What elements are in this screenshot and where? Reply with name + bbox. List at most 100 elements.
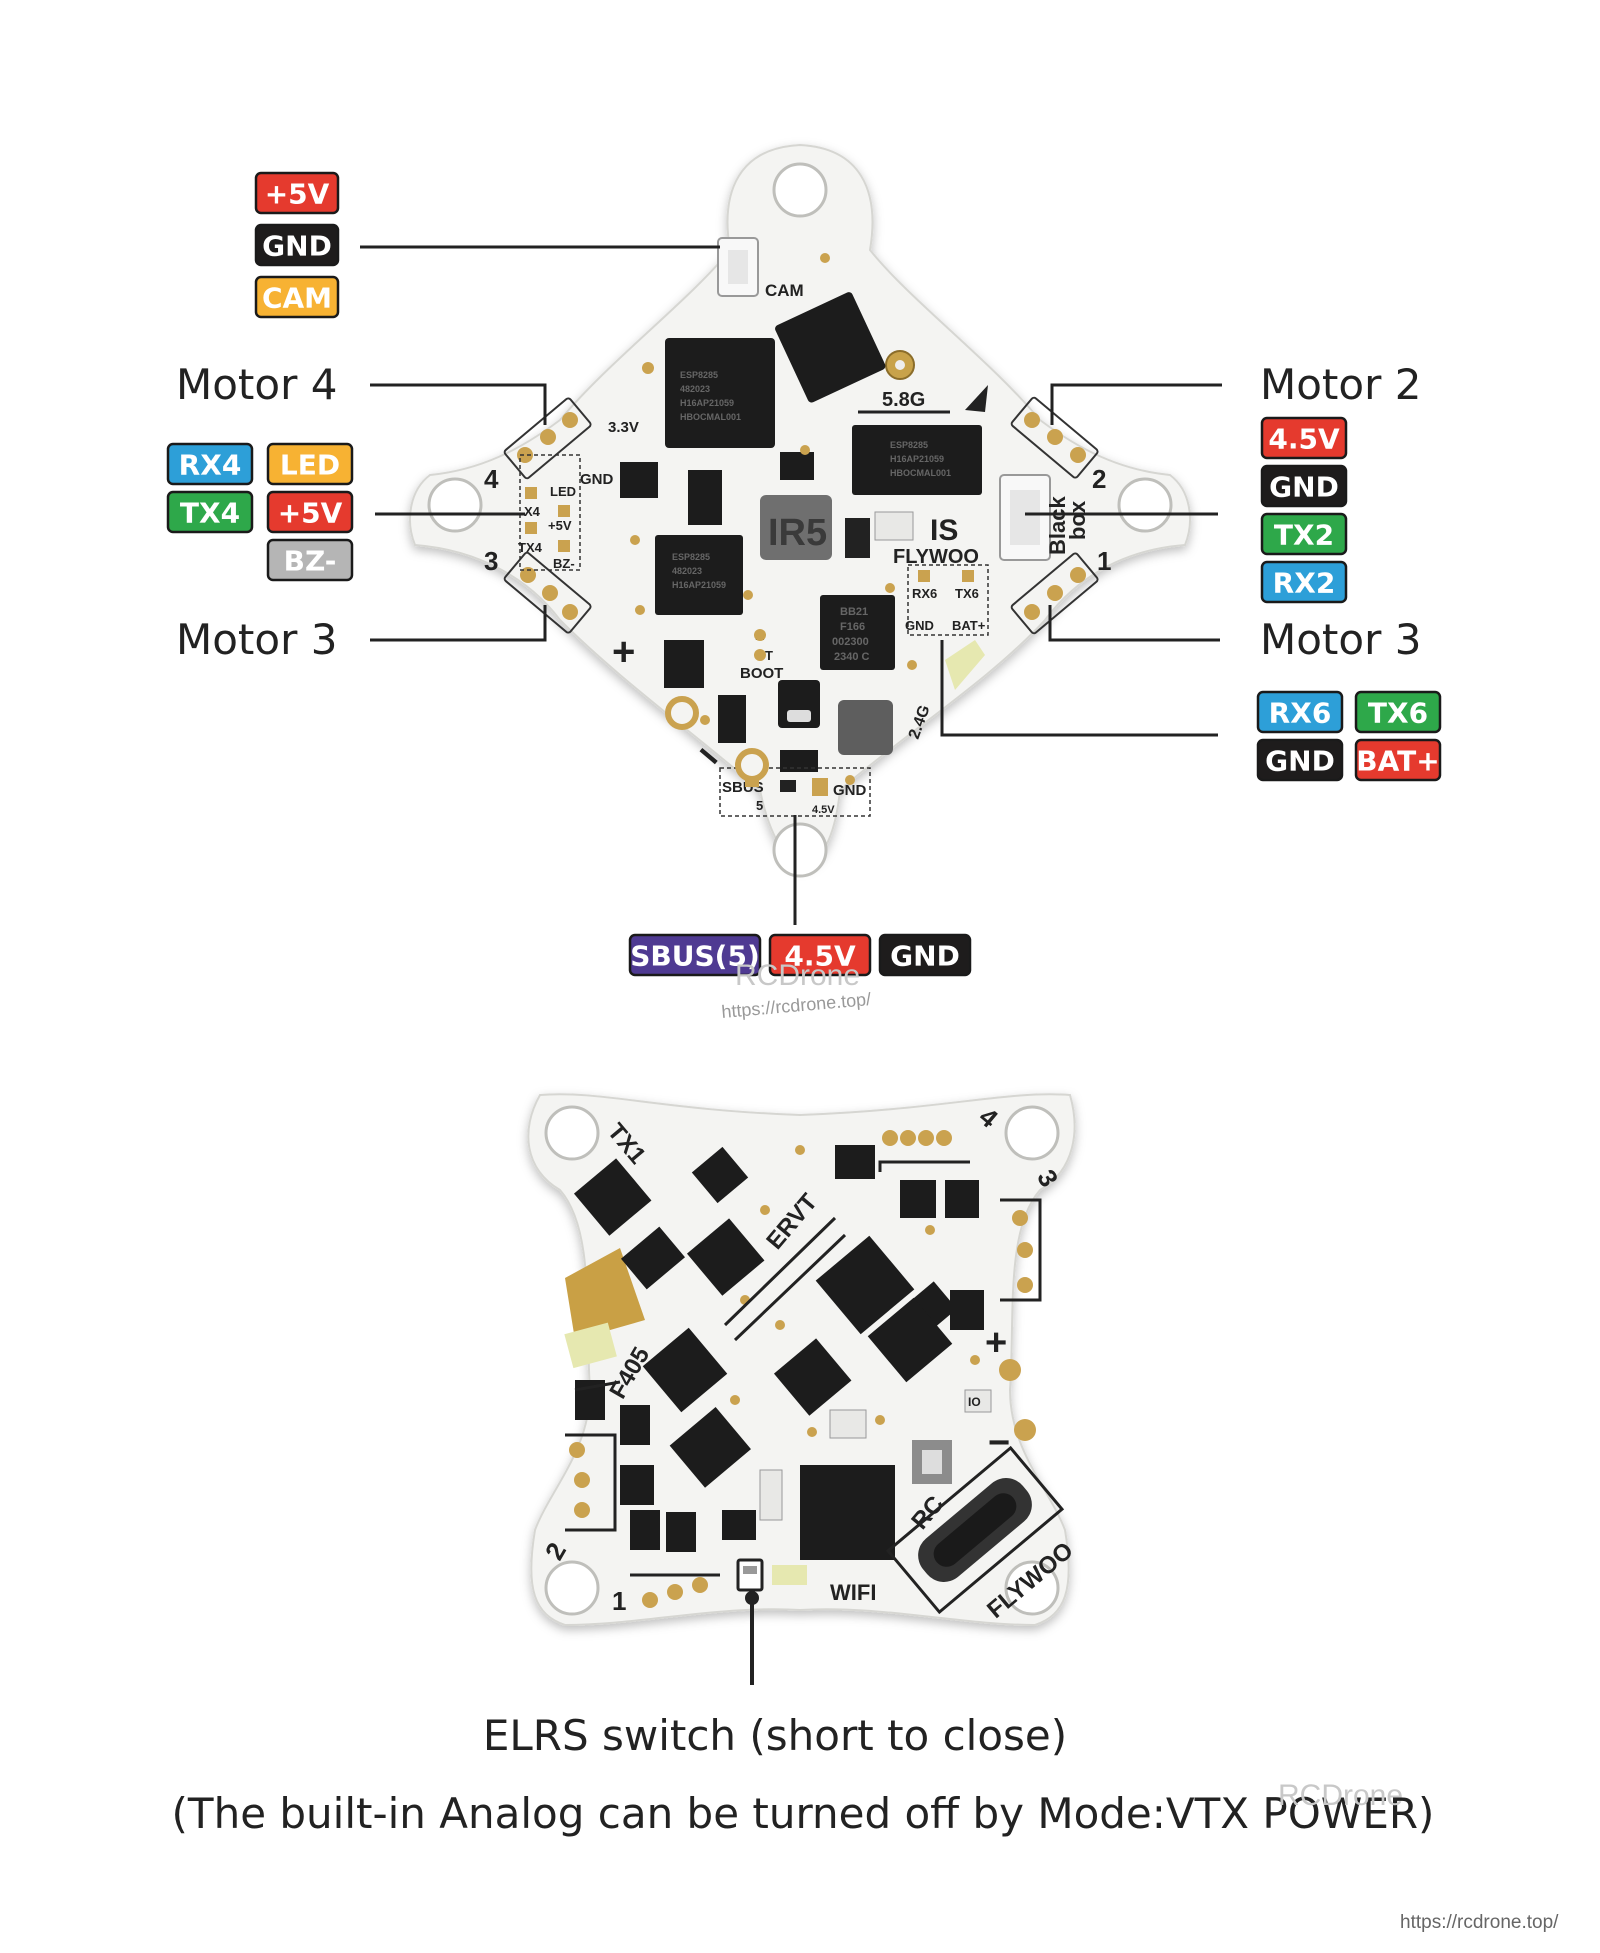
silk-box-left <box>519 454 581 571</box>
cam-connector-slot <box>728 250 748 284</box>
top-mount-holes <box>427 162 1173 878</box>
svg-text:H16AP21059: H16AP21059 <box>672 580 726 590</box>
svg-text:RX2: RX2 <box>1273 567 1336 600</box>
leader-elrs-dot <box>745 1591 759 1605</box>
small-ic <box>688 470 722 525</box>
bottom-board: TX1 ERVT F405 RC FLYWOO WIFI 1 2 3 4 + −… <box>527 1093 1079 1627</box>
badge-led: LED <box>266 442 354 486</box>
svg-text:F166: F166 <box>840 621 865 633</box>
small-ic <box>718 695 746 743</box>
svg-text:BAT+: BAT+ <box>1356 745 1439 778</box>
silk-five: 5 <box>756 798 763 813</box>
svg-text:GND: GND <box>262 230 332 263</box>
mount-hole <box>544 1560 600 1616</box>
label-motor2: Motor 2 <box>1260 360 1421 409</box>
silk-box: box <box>1065 500 1090 540</box>
silk-4-5v: 4.5V <box>812 804 835 816</box>
silk-gnd: GND <box>580 471 614 488</box>
svg-text:ESP8285: ESP8285 <box>890 440 928 450</box>
leader-motor2 <box>1050 383 1222 425</box>
badge-bz: BZ- <box>266 538 354 582</box>
badge-5v: +5V <box>266 490 354 534</box>
bottom-silk-lines <box>565 1160 1042 1577</box>
svg-text:4.5V: 4.5V <box>784 940 856 973</box>
label-motor4: Motor 4 <box>176 360 337 409</box>
svg-text:CAM: CAM <box>262 282 332 315</box>
silk-wifi: WIFI <box>830 1580 876 1605</box>
label-motor3-left: Motor 3 <box>176 615 337 664</box>
svg-text:002300: 002300 <box>832 636 869 648</box>
ic-chip: BB21 F166 002300 2340 C <box>820 595 895 670</box>
elrs-module <box>838 700 893 755</box>
motor-pads-1 <box>1010 552 1099 635</box>
small-ic <box>620 462 658 498</box>
leader-motor3-right <box>1048 605 1220 642</box>
svg-text:482023: 482023 <box>672 566 702 576</box>
badge-cam-2: CAM <box>254 275 340 319</box>
small-part <box>759 1469 783 1521</box>
silk-flywoo: FLYWOO <box>893 546 979 568</box>
ic-chip: ESP8285 H16AP21059 HBOCMAL001 <box>852 425 982 495</box>
silk-n4: 4 <box>484 464 499 494</box>
mount-hole <box>427 477 483 533</box>
silk-5-8g: 5.8G <box>882 389 925 411</box>
svg-text:BZ-: BZ- <box>284 545 337 578</box>
motor-pads-4 <box>503 397 592 480</box>
badge-tx4: TX4 <box>166 490 254 534</box>
svg-text:RX4: RX4 <box>179 449 242 482</box>
mount-hole <box>544 1105 600 1161</box>
silk-bz: BZ- <box>553 556 575 571</box>
ceramic-antenna-bottom <box>564 1322 617 1369</box>
pad <box>525 522 537 534</box>
wifi-antenna <box>772 1565 807 1585</box>
blackbox-slot <box>1010 490 1040 545</box>
badge-batp: BAT+ <box>1354 738 1442 782</box>
svg-text:TX6: TX6 <box>1368 697 1428 730</box>
pin-badges: +5V GND CAM RX4 LED TX4 +5V BZ- 4.5V GND TX2RX2RX6… <box>166 171 1442 977</box>
silk-black: Black <box>1045 496 1070 555</box>
badge-cam-1: GND <box>254 223 340 267</box>
badge-cam-0: +5V <box>254 171 340 215</box>
silk-bplus: + <box>985 1322 1007 1364</box>
svg-text:H16AP21059: H16AP21059 <box>680 398 734 408</box>
badge-rx4: RX4 <box>166 442 254 486</box>
power-pad-plus <box>665 696 699 730</box>
svg-text:GND: GND <box>1269 471 1339 504</box>
pad <box>812 778 828 796</box>
silk-t: T <box>765 648 773 663</box>
pad <box>525 487 537 499</box>
ic-chip: ESP8285 482023 H16AP21059 HBOCMAL001 <box>665 338 775 448</box>
crystal <box>874 511 914 541</box>
inductor <box>760 495 832 560</box>
motor-pads-2 <box>1010 396 1099 479</box>
ic-chip: ESP8285 482023 H16AP21059 <box>655 535 743 615</box>
ceramic-antenna <box>945 640 985 690</box>
svg-text:TX2: TX2 <box>1274 519 1334 552</box>
bottom-mount-holes <box>544 1105 1060 1616</box>
silk-bminus: − <box>988 1422 1010 1464</box>
elrs-switch <box>736 1558 764 1592</box>
svg-text:LED: LED <box>280 449 340 482</box>
silk-batp: BAT+ <box>952 618 986 633</box>
silk-gnd-bottom: GND <box>833 782 867 799</box>
small-ic <box>780 750 818 772</box>
svg-text:H16AP21059: H16AP21059 <box>890 454 944 464</box>
badge-4-5v: 4.5V <box>768 933 872 977</box>
svg-text:GND: GND <box>890 940 960 973</box>
svg-text:HBOCMAL001: HBOCMAL001 <box>680 412 741 422</box>
silk-plus: + <box>612 630 635 674</box>
svg-text:+5V: +5V <box>265 178 330 211</box>
svg-text:BB21: BB21 <box>840 606 868 618</box>
mount-hole <box>1117 477 1173 533</box>
silk-ir5: IR5 <box>768 512 827 554</box>
badge-right-2: TX2 <box>1260 512 1348 556</box>
silk-n1: 1 <box>1097 546 1111 576</box>
silk-tx6: TX6 <box>955 586 979 601</box>
svg-text:4.5V: 4.5V <box>1268 423 1340 456</box>
silk-bn1: 1 <box>612 1586 626 1616</box>
silk-tx4: TX4 <box>518 540 543 555</box>
silk-rx6: RX6 <box>912 586 937 601</box>
small-ic <box>780 452 814 480</box>
silk-io: IO <box>968 1395 981 1409</box>
leader-lines-top <box>360 245 1222 925</box>
